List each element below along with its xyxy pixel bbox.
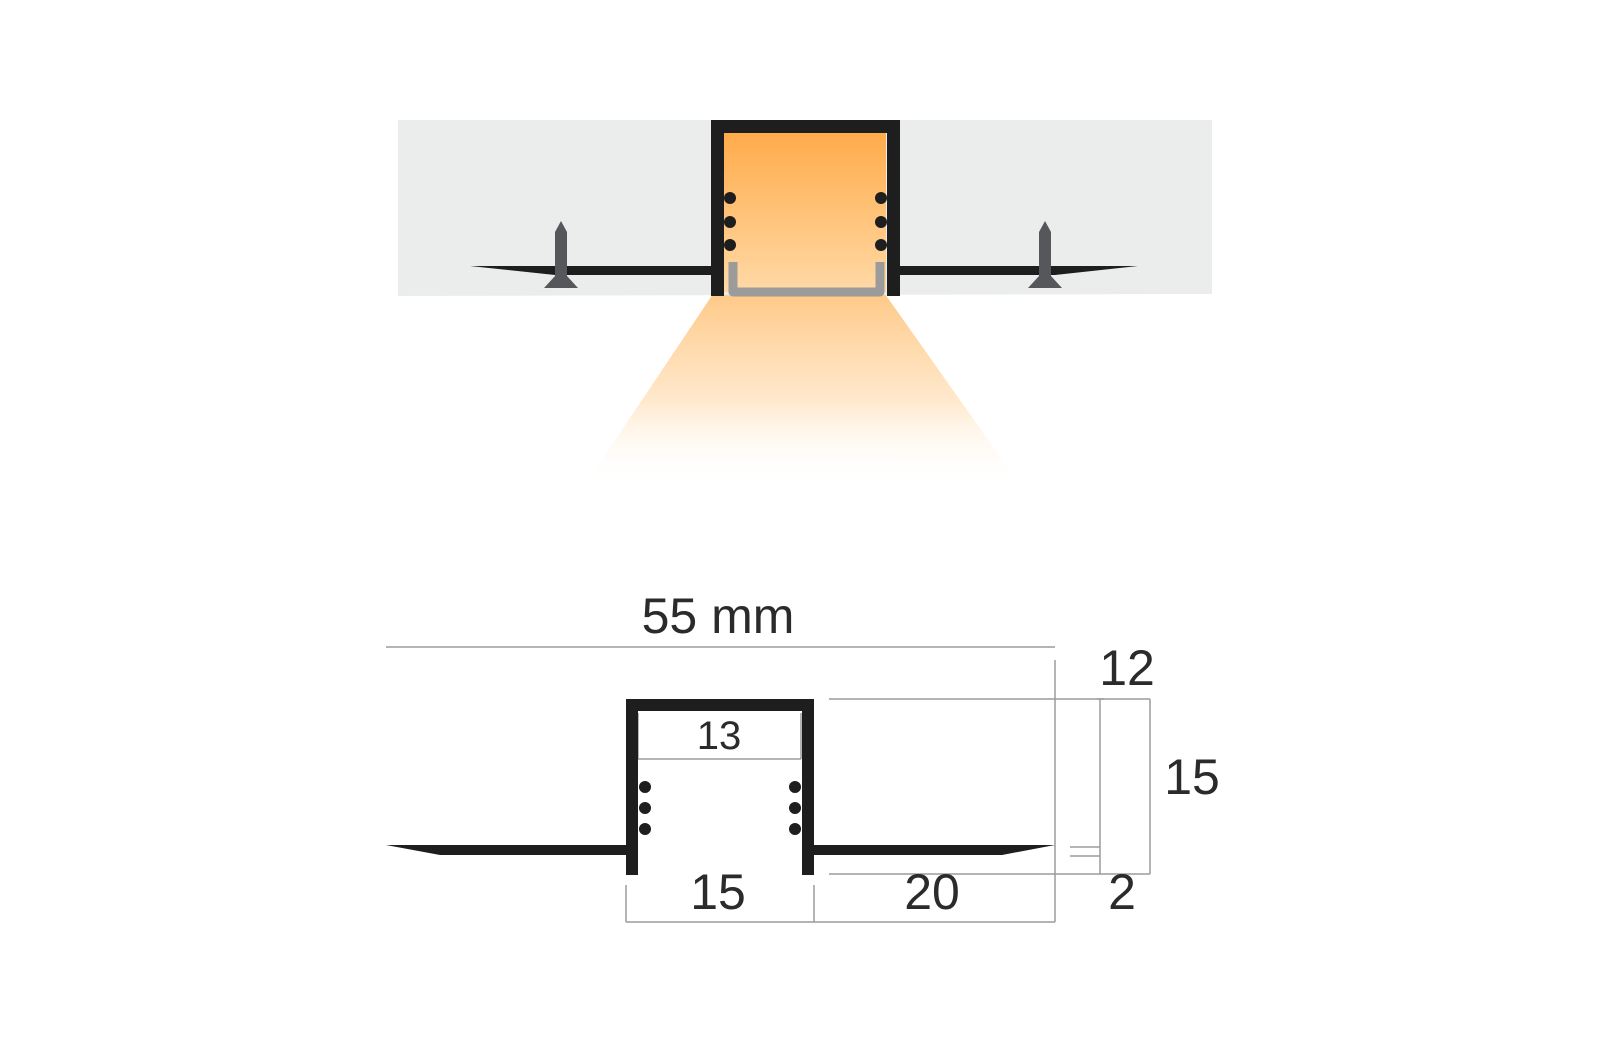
screw-left (544, 221, 578, 288)
dim-total-width: 55 mm (642, 588, 795, 644)
diffuser-cover (728, 262, 885, 297)
profile-section (386, 699, 1055, 875)
dim-inner-width: 13 (697, 714, 742, 758)
installed-view (398, 120, 1212, 485)
clip-ridges-left (724, 192, 736, 251)
dim-total-height: 15 (1164, 749, 1220, 805)
section-clip-ridges (639, 781, 801, 835)
dimension-view: 55 mm 13 15 20 12 15 2 (386, 588, 1220, 923)
dim-flange-width: 20 (904, 864, 960, 920)
clip-ridges-right (875, 192, 887, 251)
flange-left (470, 266, 711, 275)
light-beam (585, 294, 1020, 485)
dim-opening-width: 15 (690, 864, 746, 920)
led-glow (723, 132, 886, 292)
dim-inner-height: 12 (1099, 640, 1155, 696)
profile-top-wall (711, 120, 900, 133)
dimension-lines (386, 646, 1151, 923)
dim-flange-thickness: 2 (1108, 864, 1136, 920)
profile-left-wall (711, 120, 724, 296)
screw-right (1028, 221, 1062, 288)
profile-right-wall (887, 120, 900, 296)
flange-right (900, 266, 1138, 275)
